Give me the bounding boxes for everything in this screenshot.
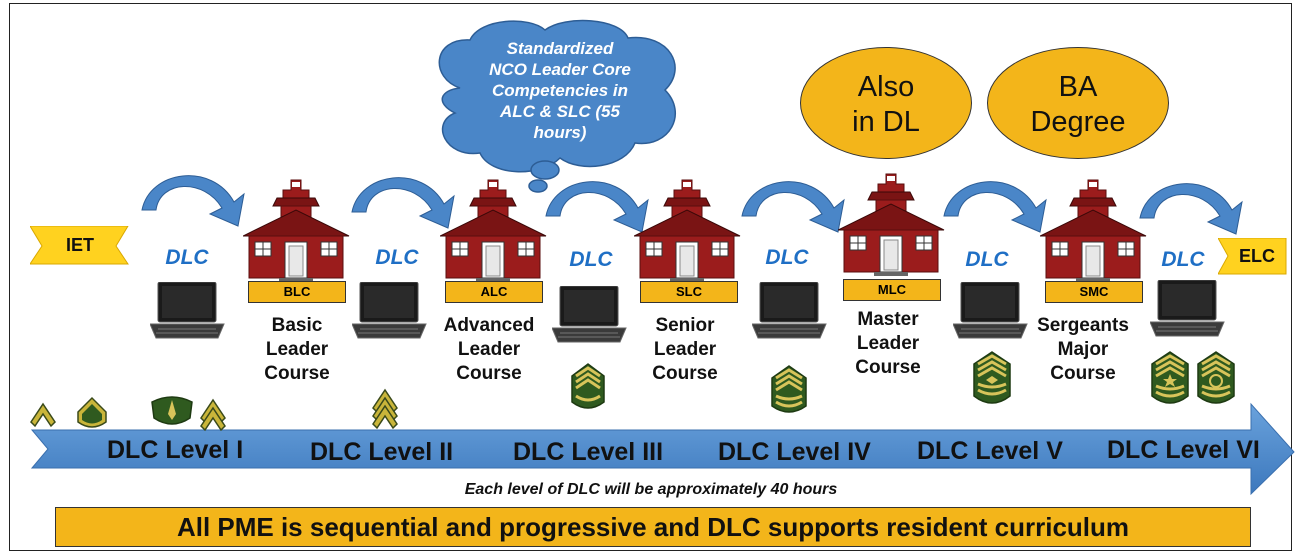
school-code-plate: BLC <box>248 281 346 303</box>
elc-tag-shape <box>1218 238 1287 275</box>
course-name: Senior Leader Course <box>620 314 750 386</box>
curved-arrow-icon <box>943 181 1047 233</box>
course-line: Course <box>264 363 330 384</box>
rank-insignia-icon <box>77 396 107 428</box>
summary-banner: All PME is sequential and progressive an… <box>55 507 1251 547</box>
course-line: Sergeants <box>1037 315 1129 336</box>
iet-tag: IET <box>65 235 94 255</box>
curved-arrow-icon <box>741 181 845 233</box>
dlc-level-label: DLC Level II <box>310 438 454 466</box>
dlc-label: DLC <box>569 248 613 271</box>
schoolhouse-icon <box>1040 179 1147 283</box>
laptop-icon <box>552 286 627 343</box>
dlc-level-label: DLC Level I <box>107 436 244 464</box>
thought-bubble <box>438 19 676 193</box>
schoolhouse-icon <box>440 179 547 283</box>
dlc-level-label: DLC Level IV <box>718 438 871 466</box>
course-line: Course <box>855 357 921 378</box>
rank-insignia-icon <box>372 389 398 429</box>
school-code-plate: SLC <box>640 281 738 303</box>
dlc-label: DLC <box>165 246 209 269</box>
thought-line: hours) <box>533 123 587 142</box>
dlc-level-label: DLC Level V <box>917 437 1063 465</box>
oval-line: Degree <box>1030 106 1126 138</box>
curved-arrow-icon <box>545 181 649 233</box>
course-line: Leader <box>856 333 920 354</box>
course-line: Major <box>1057 339 1109 360</box>
dlc-label: DLC <box>965 248 1009 271</box>
oval-line: Also <box>857 71 915 103</box>
dlc-level-label: DLC Level VI <box>1107 436 1260 464</box>
laptop-icon <box>1150 280 1225 337</box>
school-code-plate: SMC <box>1045 281 1143 303</box>
thought-line: Competencies in <box>491 81 629 100</box>
course-line: Basic <box>271 315 323 336</box>
also-in-dl-oval: Also in DL <box>800 47 972 159</box>
thought-line: ALC & SLC (55 <box>500 102 620 121</box>
schoolhouse-icon <box>634 179 741 283</box>
school-code-plate: MLC <box>843 279 941 301</box>
course-line: Master <box>857 309 919 330</box>
course-line: Leader <box>653 339 717 360</box>
course-name: Advanced Leader Course <box>424 314 554 386</box>
rank-insignia-icon <box>1197 351 1235 404</box>
dlc-label: DLC <box>1161 248 1205 271</box>
course-name: Sergeants Major Course <box>1018 314 1148 386</box>
course-line: Advanced <box>443 315 535 336</box>
iet-tag-shape <box>30 226 129 265</box>
rank-insignia-icon <box>200 399 226 431</box>
hours-note: Each level of DLC will be approximately … <box>464 481 838 498</box>
schoolhouse-icon <box>838 173 945 277</box>
oval-line: in DL <box>852 106 920 138</box>
rank-insignia-icon <box>30 403 56 427</box>
curved-arrow-icon <box>1139 183 1243 235</box>
curved-arrow-icon <box>351 177 455 229</box>
rank-insignia-icon <box>571 363 605 409</box>
course-name: Master Leader Course <box>823 308 953 380</box>
course-line: Course <box>1050 363 1116 384</box>
laptop-icon <box>352 282 427 339</box>
oval-line: BA <box>1058 71 1098 103</box>
dlc-label: DLC <box>765 246 809 269</box>
curved-arrow-icon <box>141 175 245 227</box>
laptop-icon <box>150 282 225 339</box>
rank-insignia-icon <box>1151 351 1189 404</box>
schoolhouse-icon <box>243 179 350 283</box>
course-name: Basic Leader Course <box>232 314 362 386</box>
course-line: Senior <box>655 315 715 336</box>
rank-insignia-icon <box>151 396 193 425</box>
elc-tag: ELC <box>1239 246 1275 266</box>
dlc-level-label: DLC Level III <box>513 438 664 466</box>
course-line: Leader <box>265 339 329 360</box>
laptop-icon <box>752 282 827 339</box>
rank-insignia-icon <box>973 351 1011 404</box>
course-line: Course <box>652 363 718 384</box>
diagram-frame <box>9 3 1292 551</box>
school-code-plate: ALC <box>445 281 543 303</box>
ba-degree-oval: BA Degree <box>987 47 1169 159</box>
rank-insignia-icon <box>771 365 807 413</box>
thought-bubble-text: Standardized NCO Leader Core Competencie… <box>470 38 650 143</box>
thought-line: NCO Leader Core <box>489 60 631 79</box>
summary-banner-text: All PME is sequential and progressive an… <box>176 512 1130 542</box>
course-line: Course <box>456 363 522 384</box>
course-line: Leader <box>457 339 521 360</box>
thought-line: Standardized <box>506 39 614 58</box>
dlc-label: DLC <box>375 246 419 269</box>
